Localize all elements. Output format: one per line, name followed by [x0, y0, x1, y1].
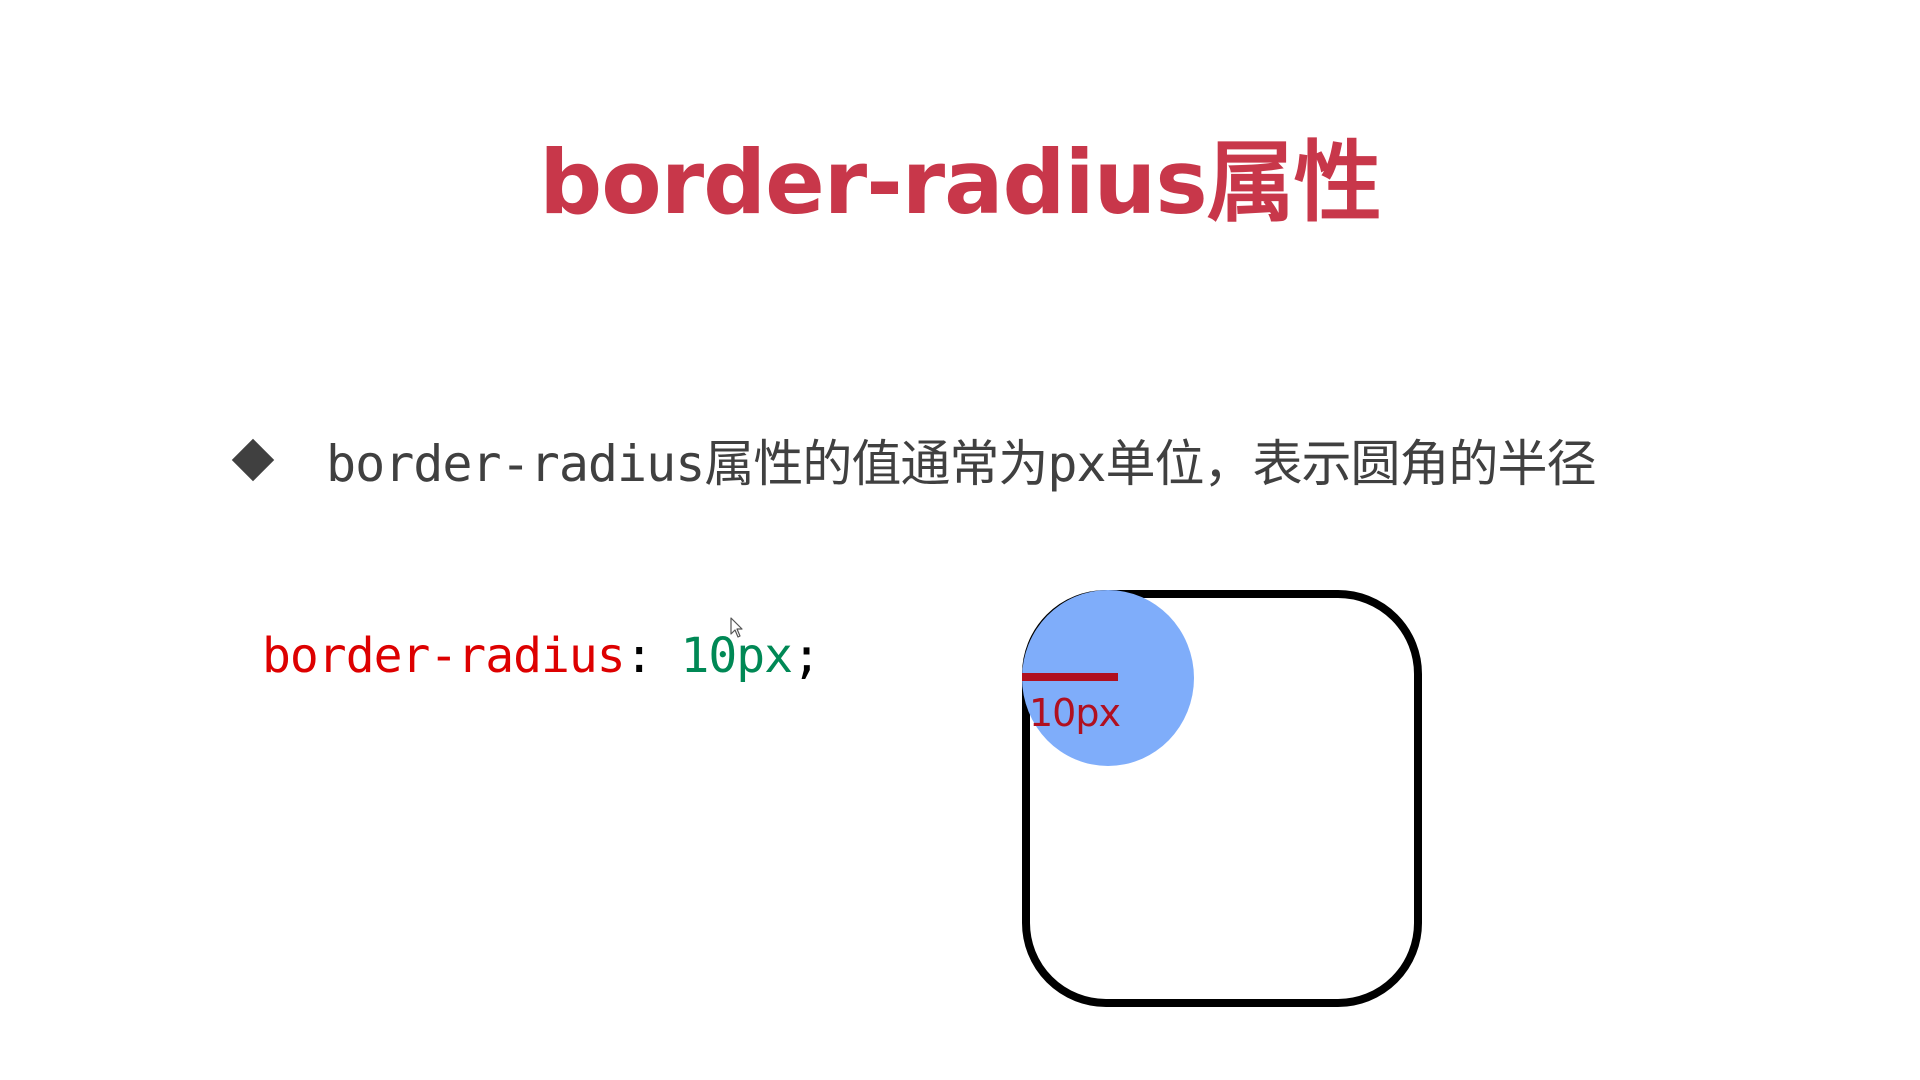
code-colon: : [624, 628, 681, 684]
code-semicolon: ; [792, 628, 821, 684]
code-property: border-radius [262, 628, 626, 684]
code-value: 10px [680, 628, 793, 684]
rounded-box-demo [1022, 590, 1422, 1007]
bullet-text: border-radius属性的值通常为px单位，表示圆角的半径 [326, 435, 1597, 493]
bullet-item: border-radius属性的值通常为px单位，表示圆角的半径 [230, 425, 1597, 495]
diamond-bullet-icon [231, 438, 275, 482]
code-example: border-radius: 10px; [262, 628, 821, 684]
mouse-cursor-icon [730, 617, 743, 638]
slide-title: border-radius属性 [539, 131, 1381, 234]
radius-label: 10px [1029, 691, 1121, 735]
radius-indicator-line [1022, 673, 1118, 681]
